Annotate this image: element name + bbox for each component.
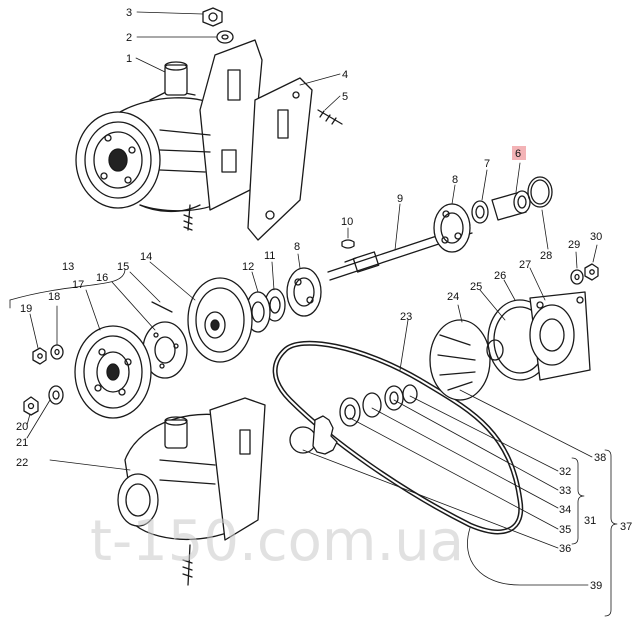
label-28: 28 bbox=[540, 250, 552, 262]
seal-ring-7 bbox=[471, 200, 489, 224]
nuts-29-30 bbox=[570, 263, 599, 285]
label-34: 34 bbox=[559, 504, 571, 516]
label-32: 32 bbox=[559, 466, 571, 478]
label-21: 21 bbox=[16, 437, 28, 449]
label-38: 38 bbox=[594, 452, 606, 464]
label-15: 15 bbox=[117, 261, 129, 273]
pulley-17 bbox=[74, 325, 152, 419]
label-35: 35 bbox=[559, 524, 571, 536]
label-27: 27 bbox=[519, 259, 531, 271]
label-17: 17 bbox=[72, 279, 84, 291]
lower-pump-assembly bbox=[117, 397, 266, 586]
label-23: 23 bbox=[400, 311, 412, 323]
pulley-14 bbox=[187, 277, 253, 363]
bearing-upper bbox=[433, 203, 471, 253]
label-1: 1 bbox=[126, 53, 132, 65]
seal-kit bbox=[289, 384, 418, 455]
impeller bbox=[429, 319, 504, 401]
label-22: 22 bbox=[16, 457, 28, 469]
label-7: 7 bbox=[484, 158, 490, 170]
bushing-6 bbox=[491, 190, 531, 221]
leader-lines bbox=[9, 11, 618, 617]
label-4: 4 bbox=[342, 69, 348, 81]
bracket-plate bbox=[247, 77, 343, 241]
shaft-key bbox=[341, 239, 355, 249]
label-36: 36 bbox=[559, 543, 571, 555]
small-fasteners bbox=[23, 344, 64, 416]
nut-washer-top bbox=[202, 7, 234, 44]
label-24: 24 bbox=[447, 291, 459, 303]
v-belt bbox=[272, 340, 524, 535]
label-2: 2 bbox=[126, 32, 132, 44]
label-19: 19 bbox=[20, 303, 32, 315]
label-18: 18 bbox=[48, 291, 60, 303]
label-8-lower: 8 bbox=[294, 241, 300, 253]
watermark: t-150.com.ua bbox=[90, 509, 464, 574]
label-14: 14 bbox=[140, 251, 152, 263]
label-37: 37 bbox=[620, 521, 632, 533]
label-26: 26 bbox=[494, 270, 506, 282]
label-8-upper: 8 bbox=[452, 174, 458, 186]
label-10: 10 bbox=[341, 216, 353, 228]
label-3: 3 bbox=[126, 7, 132, 19]
label-12: 12 bbox=[242, 261, 254, 273]
cover-27 bbox=[529, 291, 591, 381]
pin-15 bbox=[151, 301, 173, 313]
label-5: 5 bbox=[342, 91, 348, 103]
label-9: 9 bbox=[397, 193, 403, 205]
snap-ring-28 bbox=[527, 176, 553, 208]
label-25: 25 bbox=[470, 281, 482, 293]
label-33: 33 bbox=[559, 485, 571, 497]
upper-pump-assembly bbox=[75, 39, 263, 231]
part-labels: 3 2 1 4 5 6 7 8 9 10 8 11 12 13 14 15 16… bbox=[16, 7, 632, 592]
bearing-lower bbox=[286, 267, 322, 317]
highlight-box bbox=[512, 146, 526, 160]
label-13: 13 bbox=[62, 261, 74, 273]
label-29: 29 bbox=[568, 239, 580, 251]
label-31: 31 bbox=[584, 515, 596, 527]
label-11: 11 bbox=[264, 250, 275, 262]
label-16: 16 bbox=[96, 272, 108, 284]
label-20: 20 bbox=[16, 421, 28, 433]
label-6: 6 bbox=[515, 148, 521, 160]
label-30: 30 bbox=[590, 231, 602, 243]
label-39: 39 bbox=[590, 580, 602, 592]
